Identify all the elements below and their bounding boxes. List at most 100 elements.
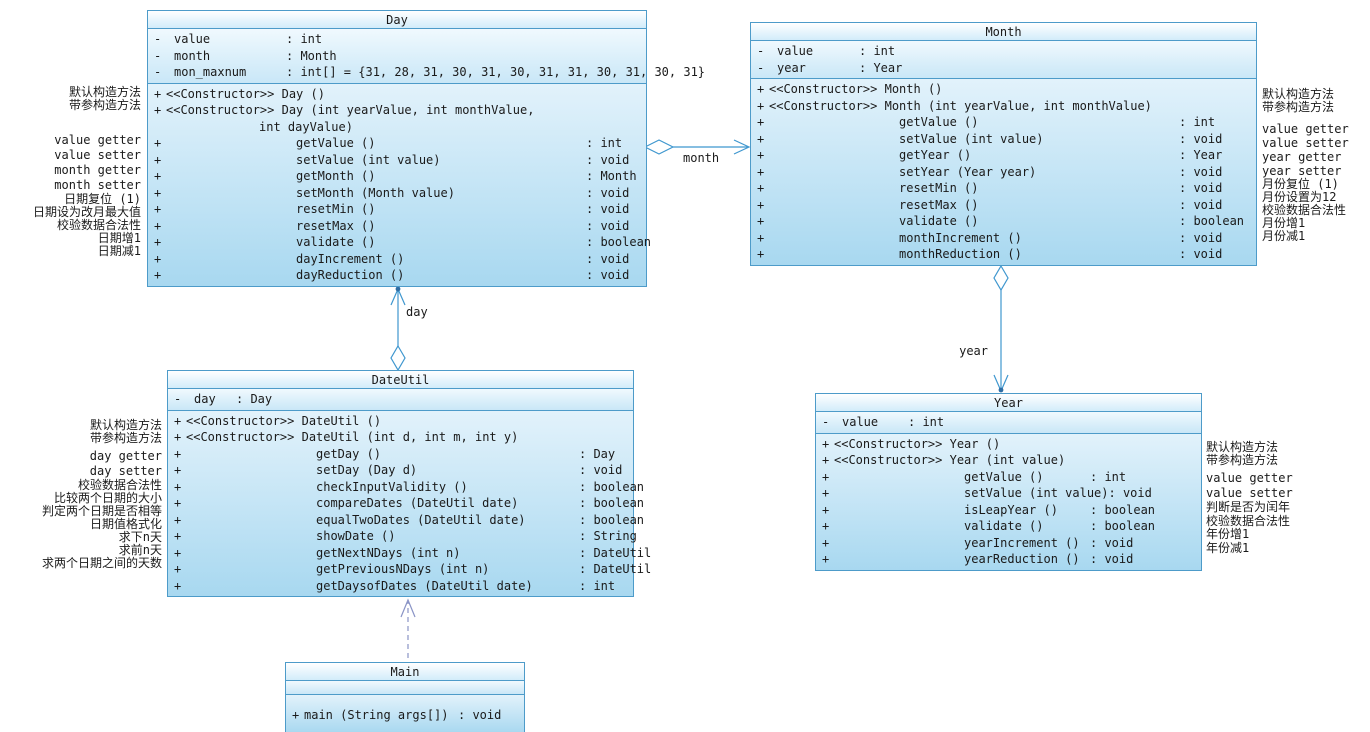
attribute-row: -mon_maxnum: int[] = {31, 28, 31, 30, 31…: [154, 65, 706, 79]
attribute-row: -year: Year: [757, 60, 903, 75]
method-row: +dayIncrement (): void: [154, 251, 630, 266]
open-arrow: [390, 287, 406, 306]
method-row: +validate (): boolean: [154, 235, 652, 249]
class-title: Month: [751, 23, 1256, 40]
visibility-sign: +: [174, 430, 182, 444]
method-row: +checkInputValidity (): boolean: [174, 479, 645, 494]
visibility-sign: +: [757, 98, 765, 113]
visibility-sign: +: [174, 479, 182, 494]
dependency-main-dateutil[interactable]: [400, 598, 416, 658]
visibility-sign: -: [822, 415, 830, 429]
attributes-compartment: -value: int -month: Month -mon_maxnum: i…: [148, 28, 706, 83]
visibility-sign: +: [822, 436, 830, 451]
attribute-row: -day: Day: [174, 392, 273, 406]
annotation-label: 月份复位 (1): [1262, 177, 1339, 191]
visibility-sign: -: [757, 60, 765, 75]
visibility-sign: +: [822, 519, 830, 533]
aggregation-diamond: [643, 139, 675, 155]
method-row: +setValue (int value): void: [822, 486, 1152, 500]
method-row: +<<Constructor>> Year (): [822, 436, 1001, 451]
aggregation-dateutil-day[interactable]: [390, 286, 406, 372]
attributes-compartment: -value: int -year: Year: [751, 40, 1256, 78]
endpoint-dot: [998, 387, 1004, 393]
aggregation-diamond: [390, 344, 406, 372]
annotation-label: value getter: [54, 133, 141, 147]
annotation-label: 默认构造方法: [68, 85, 141, 99]
visibility-sign: +: [174, 529, 182, 543]
annotation-label: year getter: [1262, 150, 1342, 164]
method-row: +getPreviousNDays (int n): DateUtil: [174, 562, 652, 576]
visibility-sign: +: [174, 496, 182, 510]
annotation-label: 判定两个日期是否相等: [41, 504, 162, 518]
attributes-compartment: -day: Day: [168, 388, 633, 410]
methods-compartment: +<<Constructor>> Month () +<<Constructor…: [751, 78, 1256, 265]
attribute-row: -value: int: [154, 32, 323, 46]
annotation-label: 年份减1: [1206, 540, 1250, 555]
visibility-sign: +: [154, 103, 162, 117]
class-main[interactable]: Main +main (String args[]): void: [285, 662, 525, 732]
method-row: +getDaysofDates (DateUtil date): int: [174, 578, 616, 593]
visibility-sign: +: [174, 562, 182, 576]
method-row: +setDay (Day d): void: [174, 463, 623, 477]
attributes-compartment: -value: int: [816, 411, 1201, 433]
attributes-compartment: [286, 680, 524, 694]
method-row: +getValue (): int: [154, 136, 623, 150]
annotation-label: 校验数据合法性: [77, 478, 162, 492]
visibility-sign: +: [822, 469, 830, 484]
visibility-sign: +: [757, 230, 765, 245]
visibility-sign: +: [174, 463, 182, 477]
class-day[interactable]: Day -value: int -month: Month -mon_maxnu…: [147, 10, 706, 287]
annotation-label: 带参构造方法: [89, 431, 162, 445]
connector-label-day: day: [406, 305, 428, 319]
annotation-label: 日期减1: [97, 244, 141, 258]
annotation-label: 月份设置为12: [1262, 190, 1337, 204]
method-row: +compareDates (DateUtil date): boolean: [174, 496, 645, 510]
visibility-sign: +: [822, 552, 830, 566]
method-row: +<<Constructor>> Month (): [757, 82, 943, 96]
annotation-label: month getter: [54, 163, 141, 177]
visibility-sign: +: [174, 545, 182, 560]
visibility-sign: +: [757, 148, 765, 162]
visibility-sign: +: [154, 136, 162, 150]
annotation-label: value getter: [1262, 122, 1349, 136]
method-row: +yearReduction (): void: [822, 552, 1134, 566]
method-row: +setYear (Year year): void: [757, 164, 1223, 179]
visibility-sign: +: [154, 86, 162, 101]
visibility-sign: +: [154, 169, 162, 183]
method-row: +resetMax (): void: [154, 218, 630, 233]
annotation-label: 求下n天: [118, 530, 162, 544]
annotation-label: 月份减1: [1262, 229, 1306, 243]
visibility-sign: +: [154, 185, 162, 200]
visibility-sign: +: [154, 235, 162, 249]
method-row: +<<Constructor>> Day (): [154, 86, 325, 101]
class-dateutil[interactable]: DateUtil -day: Day +<<Constructor>> Date…: [167, 370, 652, 597]
endpoint-dot: [395, 286, 401, 292]
annotation-label: value getter: [1206, 471, 1293, 485]
connector-label-month: month: [683, 151, 720, 165]
visibility-sign: -: [757, 44, 765, 58]
method-row: +getValue (): int: [822, 469, 1127, 484]
method-row: +setMonth (Month value): void: [154, 185, 630, 200]
method-row: +getNextNDays (int n): DateUtil: [174, 545, 652, 560]
method-row: +<<Constructor>> Month (int yearValue, i…: [757, 98, 1152, 113]
annotation-label: value setter: [54, 148, 141, 162]
aggregation-month-year[interactable]: [993, 264, 1009, 393]
visibility-sign: +: [757, 197, 765, 212]
visibility-sign: +: [757, 115, 765, 129]
method-row: +<<Constructor>> Year (int value): [822, 453, 1066, 467]
annotation-label: year setter: [1262, 164, 1342, 178]
class-month[interactable]: Month -value: int -year: Year +<<Constru…: [750, 22, 1257, 266]
method-row: +dayReduction (): void: [154, 268, 630, 282]
annotation-label: 默认构造方法: [1206, 440, 1279, 454]
visibility-sign: +: [757, 131, 765, 146]
annotation-label: 日期增1: [97, 231, 141, 245]
visibility-sign: +: [154, 218, 162, 233]
annotation-label: 比较两个日期的大小: [53, 491, 162, 505]
method-row: +setValue (int value): void: [757, 131, 1223, 146]
aggregation-diamond: [993, 264, 1009, 292]
class-year[interactable]: Year -value: int +<<Constructor>> Year (…: [815, 393, 1202, 571]
visibility-sign: +: [757, 164, 765, 179]
